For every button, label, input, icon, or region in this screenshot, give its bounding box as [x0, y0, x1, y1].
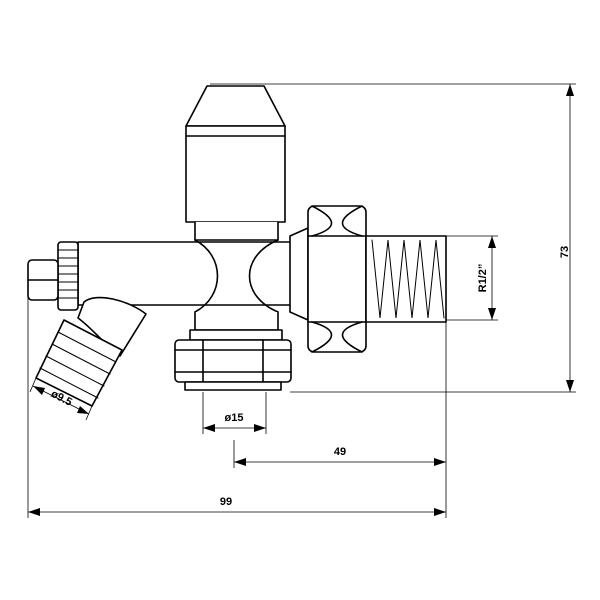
main-pipe	[77, 241, 301, 306]
handle-neck	[194, 221, 279, 241]
chamber-right	[248, 239, 279, 313]
dimension-outlet-label: ø15	[225, 412, 244, 424]
dimension-thread-label: R1/2”	[477, 264, 489, 293]
threaded-tail	[365, 235, 447, 323]
dimension-offset-label: 49	[334, 446, 346, 458]
dimension-height-label: 73	[559, 246, 571, 258]
handle-body	[185, 125, 286, 223]
left-spindle	[27, 259, 59, 301]
dimension-outlet: ø15	[202, 392, 267, 434]
dimension-offset: 49	[233, 322, 447, 518]
handle-cap	[185, 85, 286, 127]
left-knurled-cap	[57, 241, 79, 311]
valve-body	[27, 85, 447, 407]
outlet-stem	[194, 311, 279, 331]
dimension-thread: R1/2”	[446, 235, 498, 321]
right-hex-nut	[307, 205, 367, 353]
outlet-nut	[174, 339, 292, 391]
right-collar	[289, 227, 309, 321]
dimension-total-width-label: 99	[220, 496, 232, 508]
dimension-total-width: 99	[27, 268, 446, 518]
chamber-left	[194, 239, 219, 313]
dimension-height: 73	[210, 83, 576, 393]
